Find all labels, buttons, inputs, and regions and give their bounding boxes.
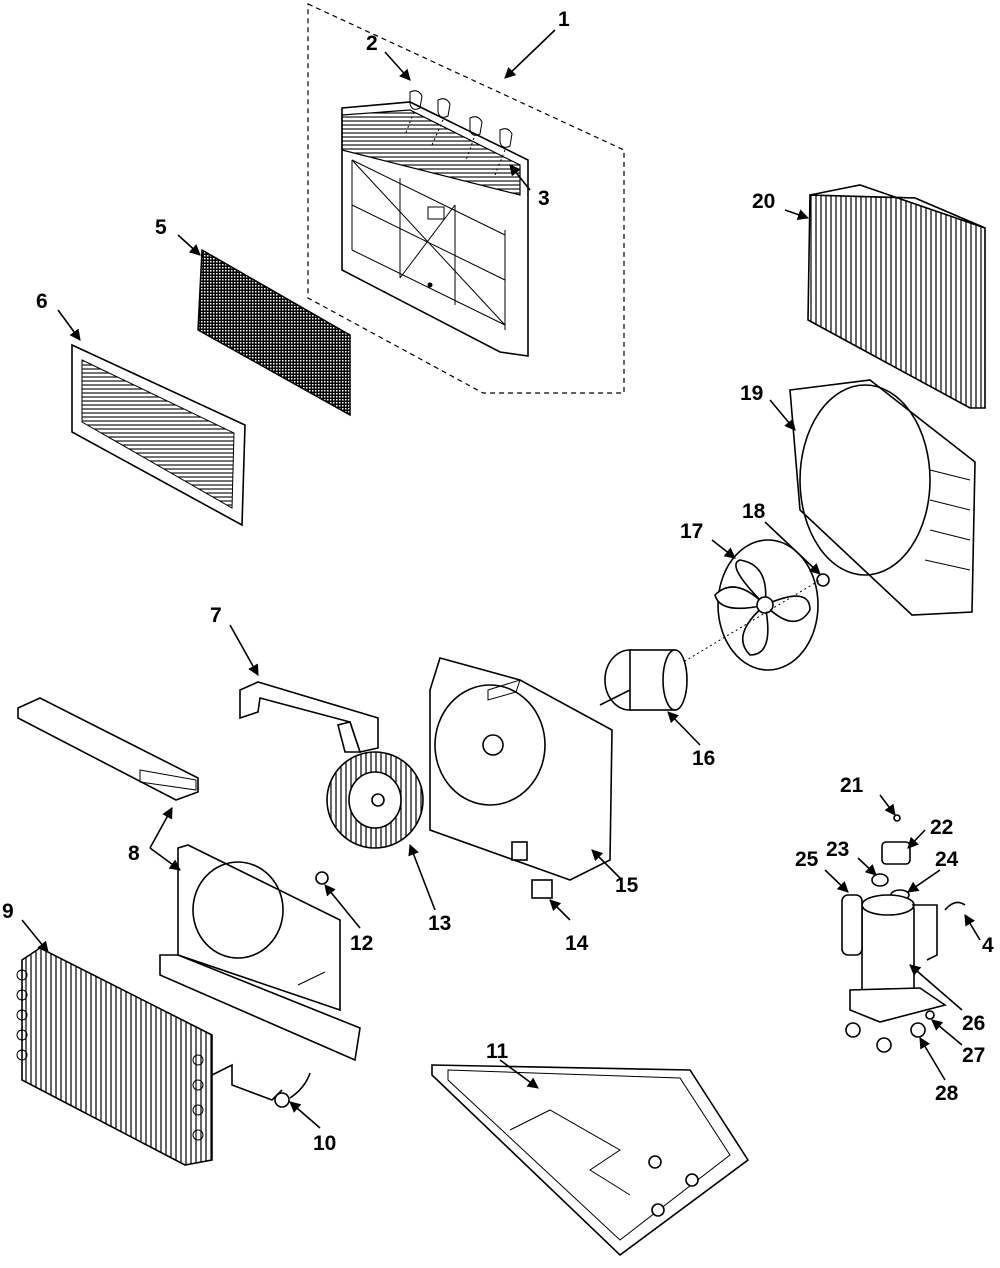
fan-housing [429, 657, 613, 881]
screw [893, 814, 901, 822]
callout-13: 13 [428, 912, 451, 935]
callout-27: 27 [962, 1044, 985, 1067]
callout-8: 8 [128, 842, 140, 865]
callout-1: 1 [558, 8, 570, 31]
front-grille [71, 343, 246, 527]
callout-14: 14 [565, 932, 589, 955]
orifice-panel [159, 844, 361, 1062]
base-pan [431, 1064, 750, 1257]
nut [315, 871, 329, 885]
compressor [841, 894, 966, 1023]
callout-12: 12 [350, 932, 373, 955]
capillary-tube [274, 1072, 311, 1108]
bushing [531, 879, 553, 899]
fan-motor [599, 649, 688, 711]
callout-18: 18 [742, 500, 766, 523]
filter [197, 248, 351, 417]
callout-6: 6 [36, 290, 48, 313]
callout-28: 28 [935, 1082, 959, 1105]
shroud [789, 379, 976, 616]
callout-4: 4 [982, 934, 994, 957]
callout-21: 21 [840, 774, 864, 797]
callout-15: 15 [615, 874, 639, 897]
callout-5: 5 [155, 216, 167, 239]
callout-25: 25 [795, 848, 819, 871]
callout-26: 26 [962, 1012, 985, 1035]
blower-wheel [326, 751, 424, 849]
callout-7: 7 [210, 604, 222, 627]
callout-3: 3 [538, 187, 550, 210]
callout-9: 9 [2, 900, 14, 923]
callout-11: 11 [486, 1040, 509, 1063]
callout-labels: 1 2 3 4 5 6 7 8 9 10 11 12 13 14 15 16 1… [2, 8, 994, 1155]
terminal-cover [871, 873, 889, 887]
grommets [845, 1010, 935, 1053]
callout-10: 10 [313, 1132, 336, 1155]
callout-2: 2 [366, 32, 378, 55]
callout-16: 16 [692, 747, 715, 770]
callout-20: 20 [752, 190, 775, 213]
front-panel-assembly [307, 3, 625, 394]
overload-protector [881, 841, 911, 865]
callout-23: 23 [826, 838, 849, 861]
condenser-coil [807, 184, 986, 409]
leader-lines [21, 29, 981, 1129]
duct [239, 681, 379, 753]
callout-24: 24 [935, 848, 959, 871]
callout-17: 17 [680, 520, 703, 543]
callout-19: 19 [740, 382, 763, 405]
control-box [17, 697, 199, 801]
propeller-fan [714, 539, 819, 671]
callout-22: 22 [930, 816, 953, 839]
louvers [404, 90, 513, 176]
nut [816, 573, 830, 587]
